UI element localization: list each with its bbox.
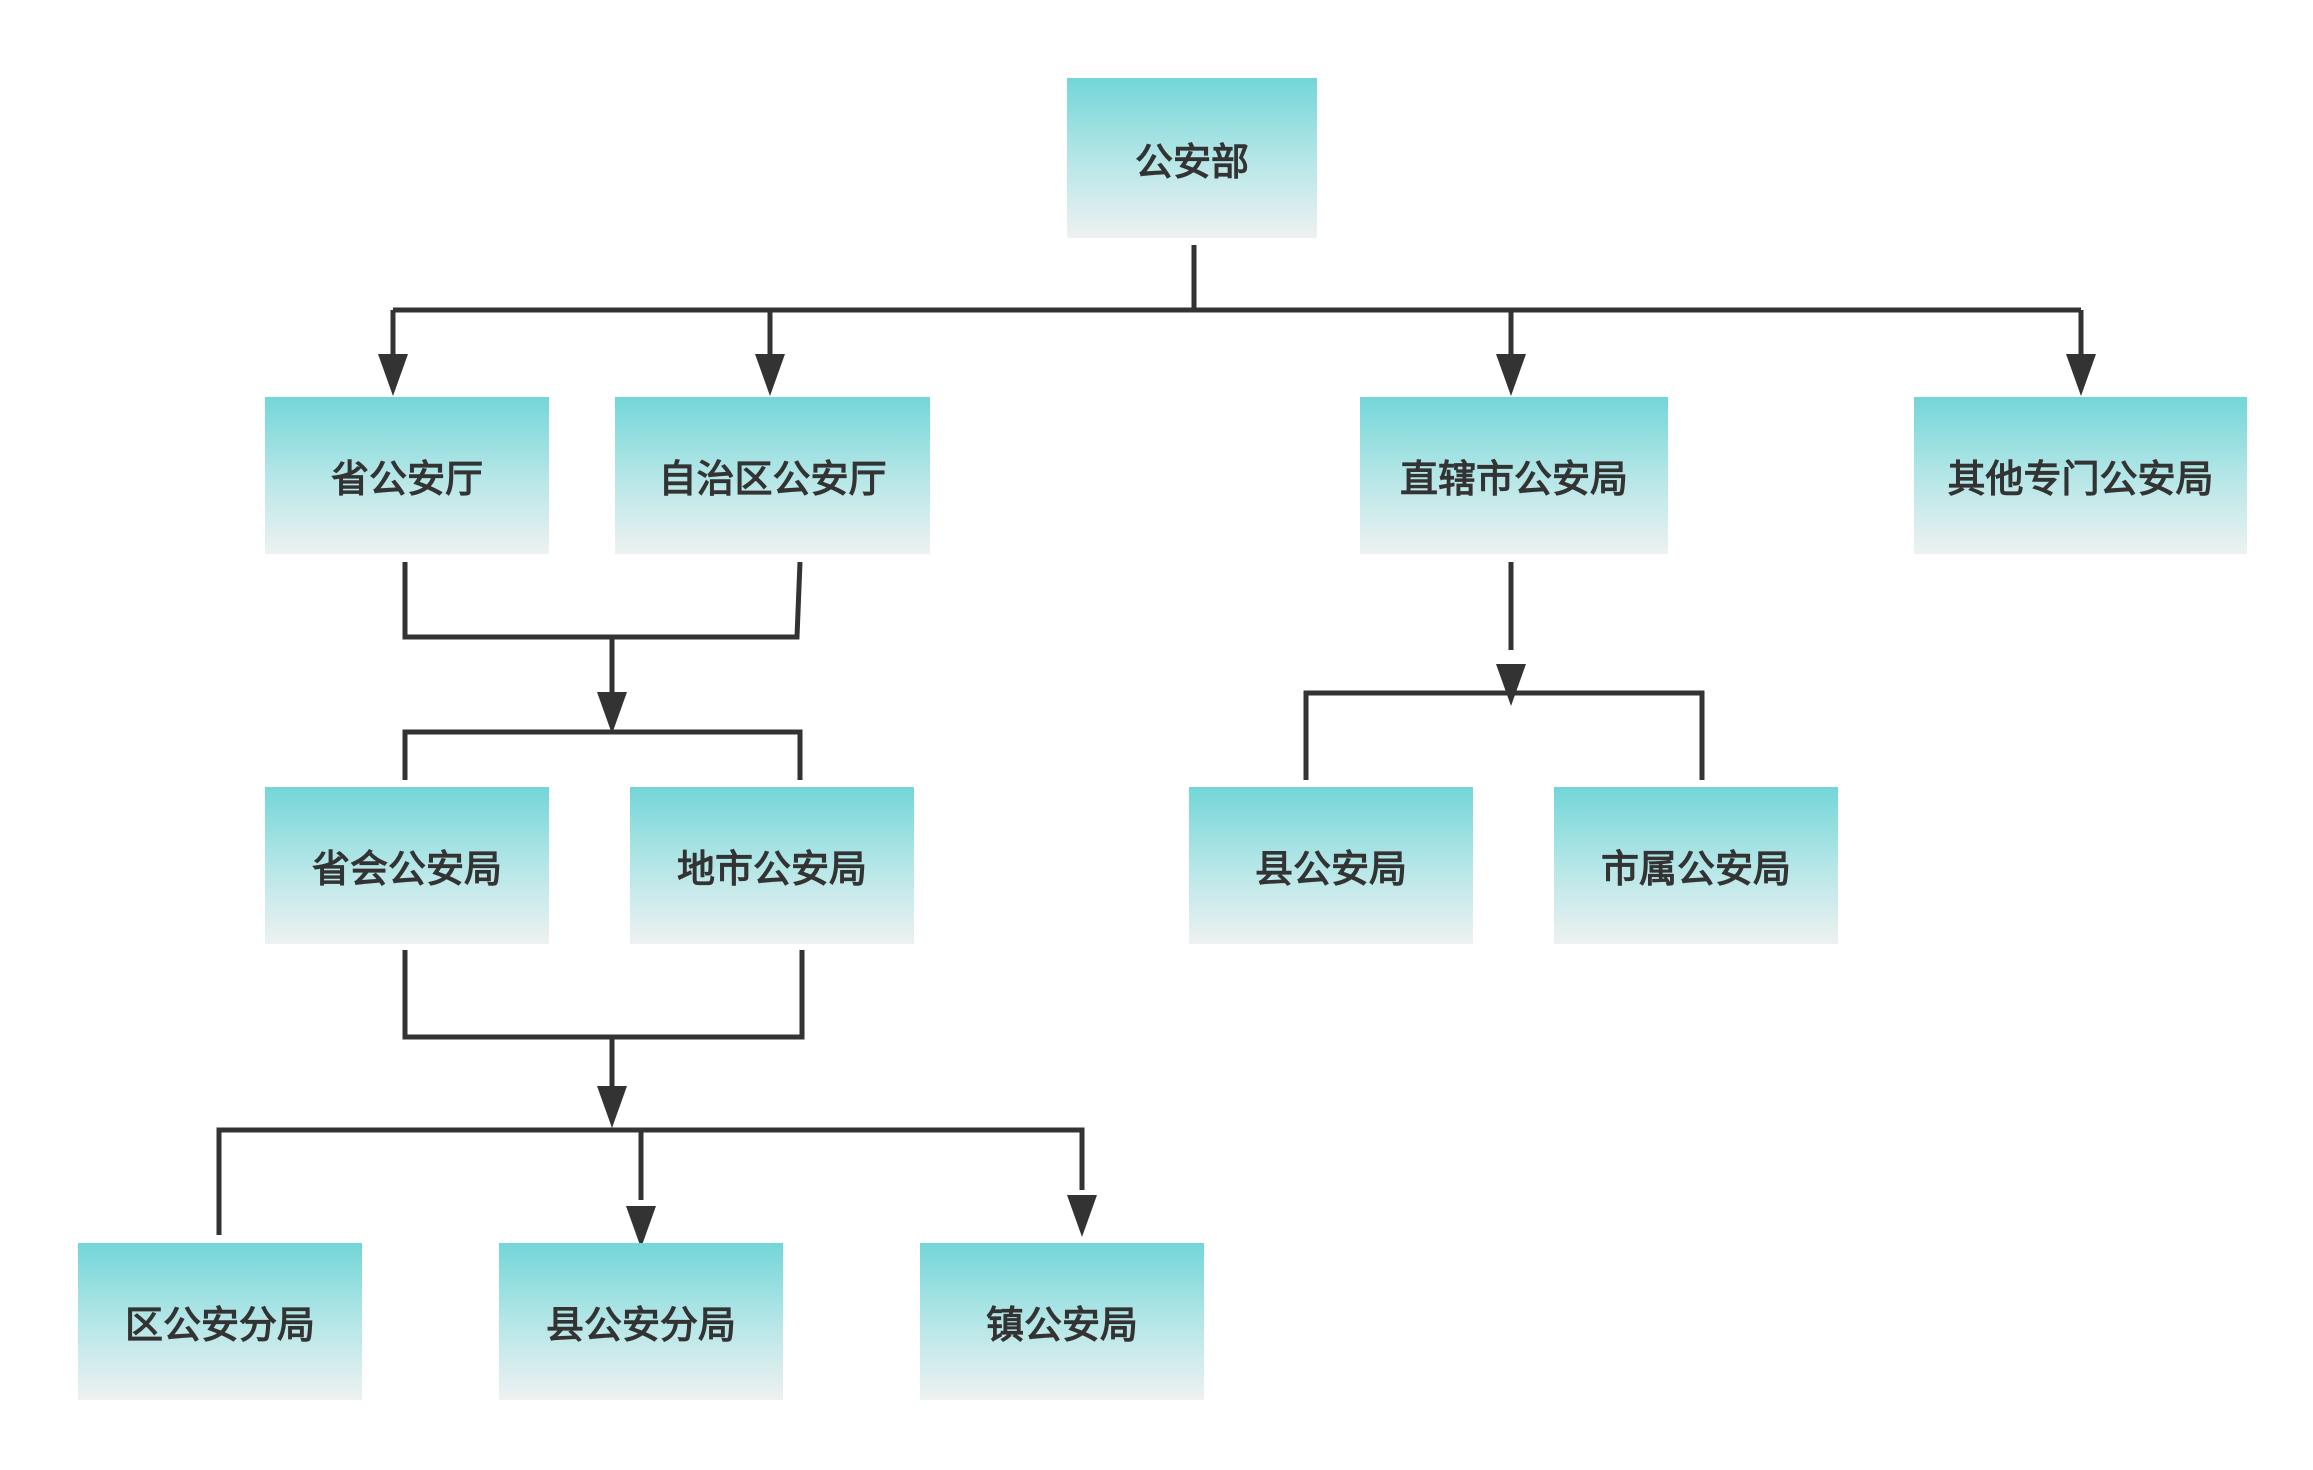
node-label: 省公安厅 [330, 457, 483, 501]
node-label: 地市公安局 [676, 847, 867, 891]
node-label: 公安部 [1134, 139, 1249, 184]
connector-level3-bus [216, 1127, 1085, 1235]
node-municipality-bureau: 直辖市公安局 [1360, 397, 1668, 554]
node-province-dept: 省公安厅 [265, 397, 549, 554]
node-label: 县公安分局 [545, 1303, 736, 1347]
node-label: 县公安局 [1254, 847, 1407, 891]
arrowhead-town-bureau [1067, 1195, 1097, 1237]
node-autonomous-dept: 自治区公安厅 [615, 397, 930, 554]
node-label: 直辖市公安局 [1399, 457, 1628, 501]
node-label: 自治区公安厅 [658, 457, 887, 501]
node-county-branch: 县公安分局 [499, 1243, 783, 1400]
arrowhead-special-bureau [2066, 354, 2096, 396]
arrowhead-level3-bus [597, 1086, 627, 1128]
node-label: 省会公安局 [311, 847, 502, 891]
connector-bureaus-merge [402, 950, 805, 1040]
node-label: 其他专门公安局 [1947, 457, 2214, 501]
arrowhead-province-dept [378, 354, 408, 396]
arrowhead-county-branch [626, 1206, 656, 1248]
node-root: 公安部 [1067, 78, 1317, 238]
node-county-bureau: 县公安局 [1189, 787, 1473, 944]
connector-level2-bus [402, 729, 803, 780]
arrowhead-municipality-bureau [1496, 354, 1526, 396]
node-capital-bureau: 省会公安局 [265, 787, 549, 944]
node-special-bureau: 其他专门公安局 [1914, 397, 2247, 554]
connector-municipality-bus [1303, 690, 1705, 780]
node-label: 镇公安局 [985, 1303, 1138, 1347]
node-town-bureau: 镇公安局 [920, 1243, 1204, 1400]
arrowhead-municipality-bus [1496, 664, 1526, 706]
node-district-branch: 区公安分局 [78, 1243, 362, 1400]
arrowhead-autonomous-dept [755, 354, 785, 396]
node-label: 区公安分局 [124, 1303, 315, 1347]
arrowhead-level2-bus [597, 692, 627, 734]
node-label: 市属公安局 [1600, 847, 1791, 891]
node-city-subordinate-bureau: 市属公安局 [1554, 787, 1838, 944]
node-prefecture-bureau: 地市公安局 [630, 787, 914, 944]
connector-depts-merge [402, 561, 803, 640]
